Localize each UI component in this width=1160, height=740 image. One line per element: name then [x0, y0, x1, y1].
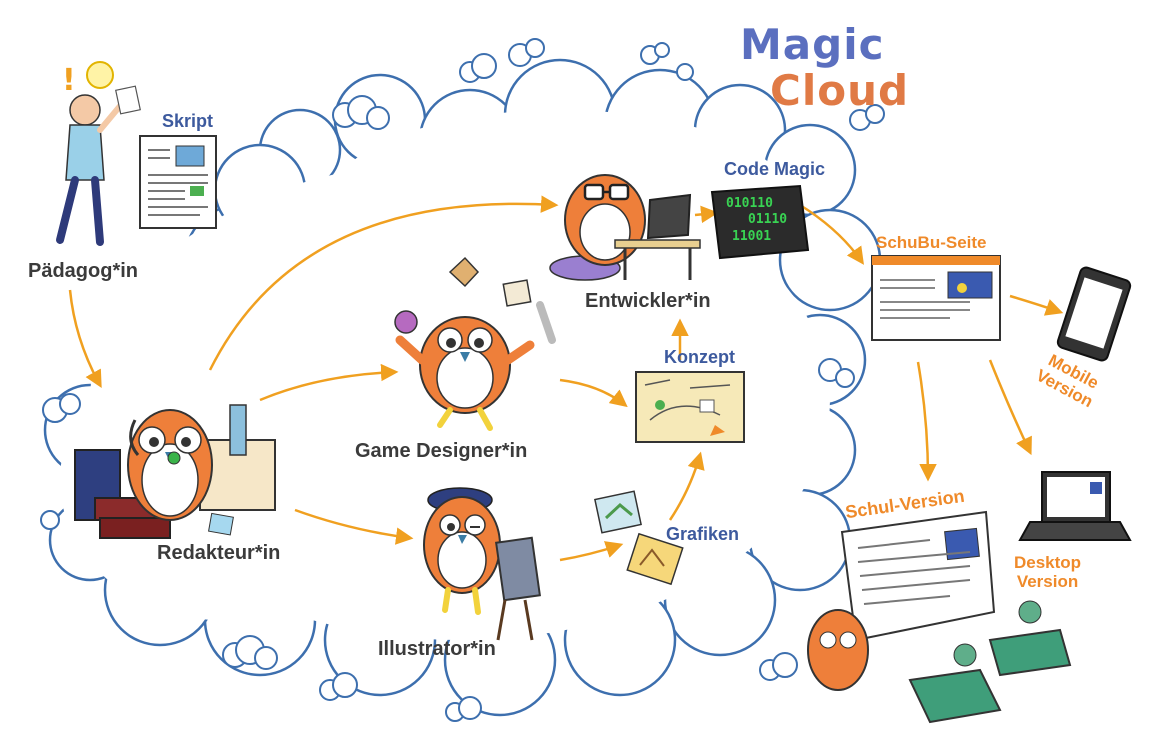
konzept-board: [636, 372, 744, 442]
label-desktop-version: Desktop Version: [1014, 554, 1081, 591]
label-skript: Skript: [162, 112, 213, 132]
schul-version-classroom: [808, 512, 1070, 722]
label-illustrator: Illustrator*in: [378, 638, 496, 660]
arrow-schubu-desktop: [990, 360, 1030, 452]
label-game-designer: Game Designer*in: [355, 440, 527, 462]
label-grafiken: Grafiken: [666, 525, 739, 545]
title-magic: Magic: [740, 20, 885, 69]
title-cloud: Cloud: [770, 66, 909, 115]
label-code-magic: Code Magic: [724, 160, 825, 180]
label-desktop-line2: Version: [1014, 573, 1081, 592]
desktop-laptop: [1020, 472, 1130, 540]
schubu-page: [872, 256, 1000, 340]
label-desktop-line1: Desktop: [1014, 554, 1081, 573]
mobile-device: [1056, 266, 1131, 362]
label-entwickler: Entwickler*in: [585, 290, 711, 312]
code-line-2: 01110: [748, 212, 787, 228]
skript-document: [140, 136, 216, 228]
paedagoge-figure: !: [60, 62, 140, 242]
label-schubu-seite: SchuBu-Seite: [876, 234, 987, 253]
code-line-1: 010110: [726, 196, 773, 212]
label-paedagoge: Pädagog*in: [28, 260, 138, 282]
arrow-schubu-mobile: [1010, 296, 1060, 312]
code-line-3: 11001: [732, 229, 771, 245]
arrow-schubu-schulversion: [918, 362, 928, 478]
label-redakteur: Redakteur*in: [157, 542, 280, 564]
svg-text:!: !: [62, 63, 76, 98]
label-konzept: Konzept: [664, 348, 735, 368]
